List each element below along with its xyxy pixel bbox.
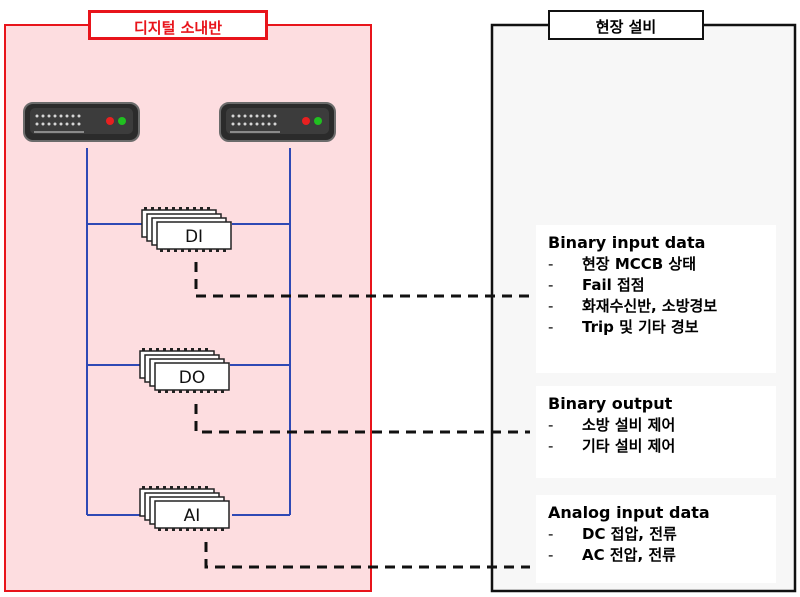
list-bullet: -: [548, 255, 554, 273]
ai-module: AI: [139, 485, 230, 532]
dashed-link-ai: [204, 542, 530, 569]
binary-output-title: Binary output: [548, 394, 673, 413]
list-item-text: Fail 접점: [582, 276, 645, 294]
list-item: - 기타 설비 제어: [548, 436, 764, 457]
list-bullet: -: [548, 416, 554, 434]
list-item-text: 소방 설비 제어: [582, 416, 676, 434]
list-bullet: -: [548, 276, 554, 294]
do-module: DO: [139, 347, 230, 394]
list-item: - Fail 접점: [548, 275, 764, 296]
di-module-label: DI: [185, 227, 203, 247]
analog-input-list: - DC 접압, 전류 - AC 전압, 전류: [548, 524, 764, 566]
list-item-text: 기타 설비 제어: [582, 437, 676, 455]
binary-input-list: - 현장 MCCB 상태 - Fail 접점 - 화재수신반, 소방경보 - Trip …: [548, 254, 764, 338]
list-bullet: -: [548, 297, 554, 315]
binary-input-title: Binary input data: [548, 233, 706, 252]
dashed-link-do: [194, 404, 530, 434]
list-item: - AC 전압, 전류: [548, 545, 764, 566]
list-item-text: AC 전압, 전류: [582, 546, 676, 564]
list-bullet: -: [548, 525, 554, 543]
ai-module-label: AI: [184, 506, 201, 526]
list-item: - Trip 및 기타 경보: [548, 317, 764, 338]
binary-output-list: - 소방 설비 제어 - 기타 설비 제어: [548, 415, 764, 457]
digital-control-panel-title: 디지털 소내반: [88, 10, 268, 40]
list-item: - DC 접압, 전류: [548, 524, 764, 545]
server-left: [23, 102, 140, 142]
list-bullet: -: [548, 318, 554, 336]
server-right: [219, 102, 336, 142]
list-bullet: -: [548, 437, 554, 455]
analog-input-title: Analog input data: [548, 503, 710, 522]
list-item-text: DC 접압, 전류: [582, 525, 677, 543]
field-equipment-panel-title: 현장 설비: [548, 10, 704, 40]
analog-input-card: Analog input data - DC 접압, 전류 - AC 전압, 전류: [536, 495, 776, 583]
list-item-text: 화재수신반, 소방경보: [582, 297, 718, 315]
do-module-label: DO: [179, 368, 205, 388]
list-item: - 현장 MCCB 상태: [548, 254, 764, 275]
binary-input-card: Binary input data - 현장 MCCB 상태 - Fail 접점 -…: [536, 225, 776, 373]
list-item: - 소방 설비 제어: [548, 415, 764, 436]
list-item-text: 현장 MCCB 상태: [582, 255, 697, 273]
binary-output-card: Binary output - 소방 설비 제어 - 기타 설비 제어: [536, 386, 776, 478]
list-bullet: -: [548, 546, 554, 564]
list-item: - 화재수신반, 소방경보: [548, 296, 764, 317]
di-module: DI: [141, 206, 232, 253]
list-item-text: Trip 및 기타 경보: [582, 318, 699, 336]
dashed-link-di: [194, 262, 530, 298]
